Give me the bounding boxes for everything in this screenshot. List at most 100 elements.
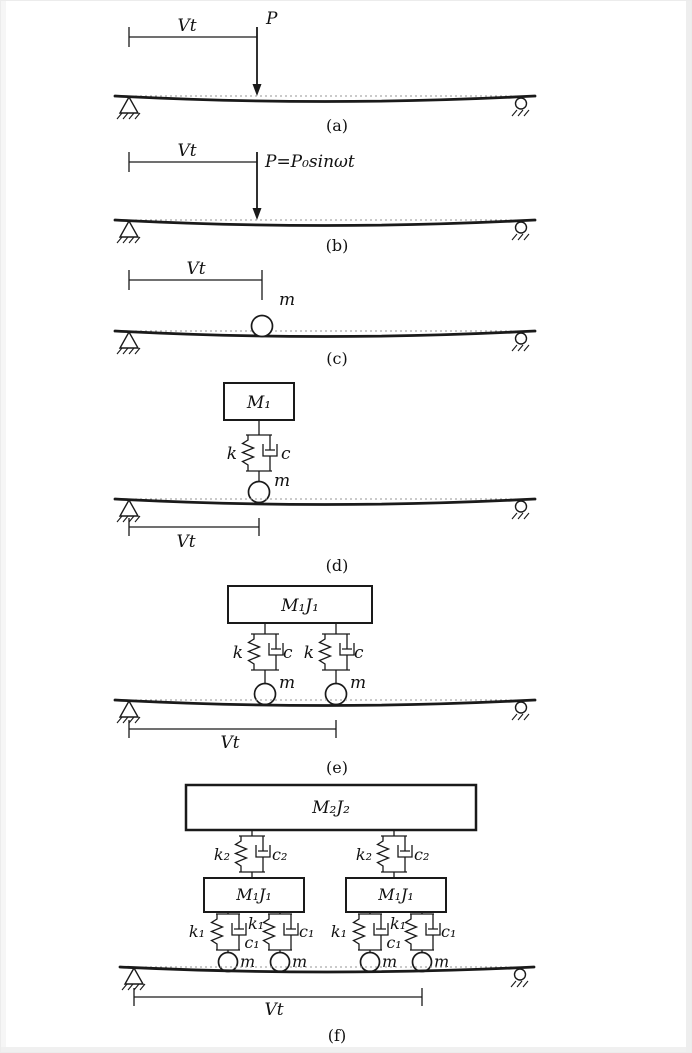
vt-label: Vt — [264, 1000, 283, 1020]
damper-label: c₁ — [244, 933, 259, 952]
spring-label: k₁ — [390, 914, 406, 933]
arrowhead — [252, 84, 262, 96]
roller-support-icon — [510, 968, 529, 988]
panel-d: M₁ k c m Vt (d) — [113, 382, 537, 575]
caption: (b) — [326, 236, 349, 255]
vt-label: Vt — [177, 16, 196, 36]
panel-e: M₁J₁ k c k c m m Vt (e) — [113, 585, 537, 777]
spring-icon — [262, 913, 276, 951]
beam — [113, 329, 537, 338]
roller-support-icon — [511, 97, 530, 117]
panel-b: Vt P=P₀sinωt (b) — [113, 141, 537, 255]
beam — [113, 497, 537, 506]
spring-icon — [376, 835, 390, 873]
damper-label: c — [354, 643, 364, 663]
caption: (e) — [326, 758, 348, 777]
bogie-block — [345, 877, 447, 913]
spring-label: k — [304, 643, 314, 663]
damper-label: c — [281, 444, 291, 464]
caption: (d) — [326, 556, 349, 575]
caption: (f) — [328, 1026, 346, 1045]
spring-label: k₁ — [248, 914, 264, 933]
spring-icon — [318, 633, 332, 671]
wheel-icon — [217, 951, 239, 973]
body-label: M₂J₂ — [311, 798, 350, 818]
connector-rod — [227, 912, 423, 914]
caption: (c) — [326, 349, 347, 368]
load-label: P — [265, 9, 278, 29]
spring-label: k — [227, 444, 237, 464]
pin-support-icon — [116, 700, 141, 724]
damper-label: c₁ — [299, 922, 314, 941]
bogie-label: M₁J₁ — [377, 885, 414, 904]
damper-label: c — [283, 643, 293, 663]
roller-support-icon — [511, 500, 530, 520]
spring-label: k — [233, 643, 243, 663]
bogie-label: M₁J₁ — [235, 885, 272, 904]
connector-rod — [264, 670, 337, 684]
wheel-icon — [253, 682, 277, 706]
vt-label: Vt — [177, 141, 196, 161]
wheel-icon — [324, 682, 348, 706]
damper-label: c₂ — [272, 845, 287, 864]
mass-label: m — [292, 952, 307, 971]
caption: (a) — [326, 116, 348, 135]
damper-label: c₁ — [386, 933, 401, 952]
body-label: M₁ — [246, 393, 271, 413]
pin-support-icon — [121, 967, 146, 991]
mass-label: m — [434, 952, 449, 971]
mass-label: m — [350, 673, 366, 693]
panel-c: Vt m (c) — [113, 259, 537, 368]
body-block — [184, 783, 478, 832]
body-block — [227, 585, 373, 624]
beam — [113, 94, 537, 103]
connector-rod — [251, 830, 395, 836]
beam — [113, 698, 537, 707]
spring-label: k₁ — [189, 922, 205, 941]
damper-icon — [268, 633, 284, 671]
damper-icon — [339, 633, 355, 671]
pin-support-icon — [116, 331, 141, 355]
roller-support-icon — [511, 701, 530, 721]
wheel-icon — [411, 951, 433, 973]
connector-rod — [227, 950, 423, 952]
mass-label: m — [382, 952, 397, 971]
load-label: P=P₀sinωt — [264, 152, 355, 172]
pin-support-icon — [116, 96, 141, 120]
wheel-icon — [250, 314, 274, 338]
spring-icon — [241, 434, 255, 472]
wheel-icon — [359, 951, 381, 973]
spring-label: k₂ — [214, 845, 230, 864]
vt-label: Vt — [176, 532, 195, 552]
body-block — [223, 382, 295, 421]
wheel-icon — [269, 951, 291, 973]
roller-support-icon — [511, 332, 530, 352]
panel-a: Vt P (a) — [113, 9, 537, 135]
spring-label: k₂ — [356, 845, 372, 864]
spring-icon — [210, 913, 224, 951]
spring-icon — [352, 913, 366, 951]
roller-support-icon — [511, 221, 530, 241]
damper-icon — [283, 913, 299, 951]
body-label: M₁J₁ — [280, 596, 319, 616]
beam — [113, 218, 537, 227]
damper-icon — [262, 434, 278, 472]
connector-rod — [264, 623, 337, 634]
mass-label: m — [279, 290, 295, 310]
spring-icon — [234, 835, 248, 873]
mass-label: m — [279, 673, 295, 693]
pin-support-icon — [116, 220, 141, 244]
spring-icon — [404, 913, 418, 951]
mass-label: m — [240, 952, 255, 971]
spring-label: k₁ — [331, 922, 347, 941]
damper-label: c₁ — [441, 922, 456, 941]
beam — [118, 965, 536, 974]
vt-label: Vt — [220, 733, 239, 753]
bogie-block — [203, 877, 305, 913]
damper-icon — [425, 913, 441, 951]
spring-icon — [247, 633, 261, 671]
mass-label: m — [274, 471, 290, 491]
damper-icon — [255, 835, 271, 873]
